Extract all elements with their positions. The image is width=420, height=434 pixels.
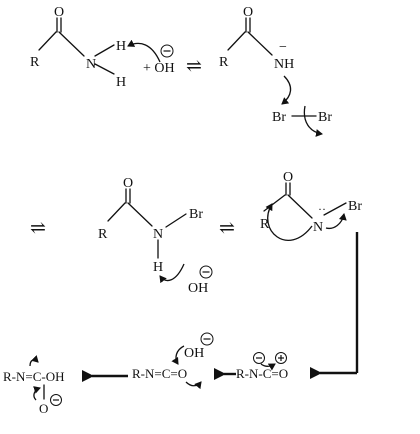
br-br-cleavage-arrow	[303, 105, 323, 137]
bromoamide-br-label: Br	[189, 207, 203, 222]
n-bromoamide-molecule: R O N Br H	[98, 176, 203, 275]
hydroxide-label: + OH	[143, 61, 175, 76]
bond-n-h-bottom	[94, 63, 115, 75]
nitrene-minus-charge-icon	[253, 352, 265, 364]
amide-anion-molecule: R O NH −	[219, 5, 294, 72]
bromoamide-h-label: H	[153, 260, 163, 275]
anion2-r-label: R	[260, 217, 270, 232]
bromoamide-r-label: R	[98, 227, 108, 242]
br-left-label: Br	[272, 110, 286, 125]
second-deprotonation-arrow	[159, 263, 185, 284]
hydroxide-3-label: OH	[184, 346, 204, 361]
equilibrium-arrow-2: ⇌	[30, 218, 46, 239]
anion2-lone-pair: ··	[318, 202, 326, 216]
hydroxide-attack-arrow	[171, 345, 185, 365]
anion-r-label: R	[219, 55, 229, 70]
hydroxide-2-label: OH	[188, 281, 208, 296]
anion2-o-label: O	[283, 170, 293, 185]
anion2-n-label: N	[313, 220, 323, 235]
bond-r-c	[38, 31, 57, 51]
amide-r-label: R	[30, 55, 40, 70]
hydroxide-3-charge-icon	[200, 332, 214, 346]
acyl-nitrene-label: R-N-C=O	[236, 366, 288, 381]
oxygen-return-arrow	[33, 386, 41, 401]
bond-c-n	[247, 31, 273, 56]
carbonyl-plus-charge-icon	[275, 352, 287, 364]
anion-o-label: O	[243, 5, 253, 20]
bond-c-n	[58, 31, 85, 57]
amide-o-label: O	[54, 5, 64, 20]
bromine-molecule: Br Br	[272, 110, 332, 125]
anion-nh-label: NH	[274, 57, 294, 72]
br-right-label: Br	[318, 110, 332, 125]
hydroxide-charge-icon	[160, 44, 174, 58]
hydroxide-2-charge-icon	[199, 265, 213, 279]
amide-h-top-label: H	[116, 39, 126, 54]
equilibrium-arrow-1: ⇌	[186, 56, 202, 77]
carbamate-o-label: O	[39, 401, 48, 416]
bromoamide-n-label: N	[153, 227, 163, 242]
n-bromoamide-anion-molecule: R O N Br ··	[260, 170, 362, 235]
carbonyl-shift-arrow	[185, 381, 202, 390]
deprotonation-arrow	[127, 39, 161, 63]
bond-n-h-top	[94, 44, 115, 57]
amide-n-label: N	[86, 57, 96, 72]
proton-shift-arrow	[29, 354, 39, 367]
anion-minus-label: −	[279, 40, 287, 55]
carbamate-minus-charge-icon	[50, 394, 62, 406]
rearrangement-arrow	[265, 203, 313, 241]
n-attack-arrow	[281, 75, 292, 105]
bond-n-br	[165, 213, 187, 228]
equilibrium-arrow-3: ⇌	[219, 218, 235, 239]
bond-c-n	[287, 194, 313, 219]
anion2-br-label: Br	[348, 199, 362, 214]
isocyanate-label: R-N=C=O	[132, 366, 187, 381]
amide-molecule: R O N H H	[30, 5, 126, 90]
bond-r-c	[227, 31, 246, 51]
bromoamide-o-label: O	[123, 176, 133, 191]
amide-h-bottom-label: H	[116, 75, 126, 90]
nitrene-shift-arrow	[260, 363, 276, 371]
bond-n-br	[323, 202, 347, 216]
bond-r-c	[263, 194, 286, 212]
bromide-loss-arrow	[325, 213, 347, 230]
bond-c-n	[127, 202, 153, 227]
bond-r-c	[107, 202, 126, 222]
carbamic-acid-label: R-N=C-OH	[3, 369, 65, 384]
